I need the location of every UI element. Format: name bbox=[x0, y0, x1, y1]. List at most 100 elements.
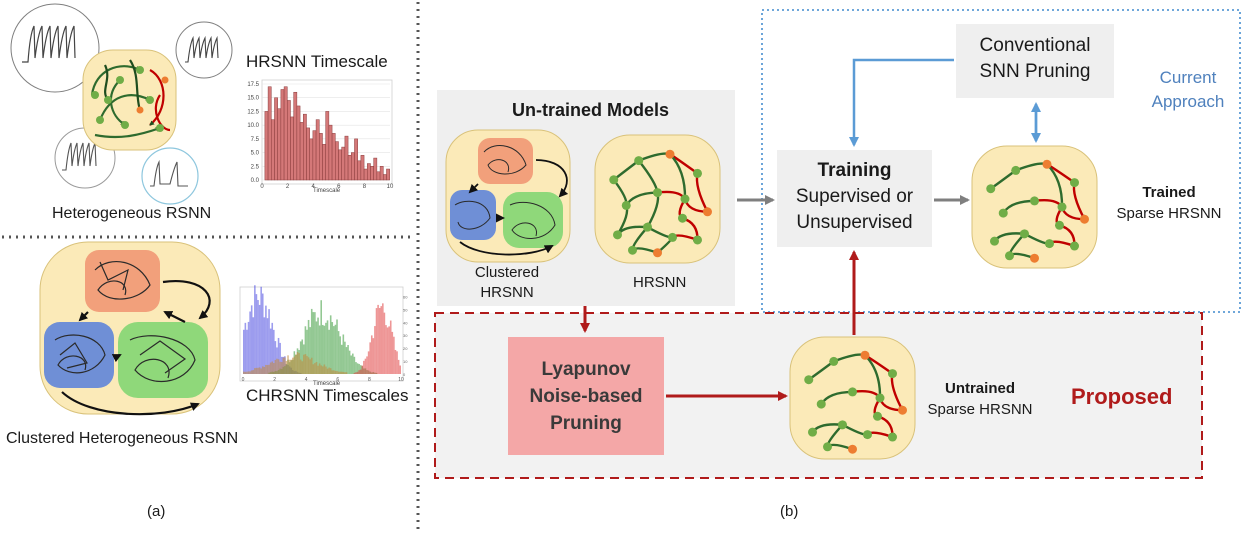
x-tick-label: 10 bbox=[387, 184, 394, 190]
histogram-bar bbox=[257, 300, 259, 374]
neuron-node bbox=[653, 188, 662, 198]
neuron-node bbox=[653, 248, 662, 258]
histogram-bar bbox=[334, 324, 337, 374]
histogram-bar bbox=[323, 364, 326, 374]
histogram-bar bbox=[319, 133, 323, 181]
neuron-node bbox=[986, 184, 996, 194]
membrane-trace-circle bbox=[175, 21, 233, 79]
x-tick-label: 4 bbox=[312, 184, 316, 190]
neuron-node bbox=[1030, 253, 1039, 263]
y-tick-label: 7.5 bbox=[251, 137, 260, 143]
histogram-bar bbox=[359, 369, 362, 374]
training-line: Unsupervised bbox=[796, 212, 913, 233]
x-tick-label: 10 bbox=[398, 377, 404, 383]
histogram-bar bbox=[307, 319, 310, 374]
histogram-bar bbox=[309, 327, 311, 374]
histogram-bar bbox=[389, 320, 392, 374]
membrane-trace-circle bbox=[141, 147, 199, 205]
histogram-bar bbox=[309, 359, 311, 374]
histogram-bar bbox=[271, 361, 274, 374]
histogram-bar bbox=[399, 365, 401, 374]
histogram-bar bbox=[317, 365, 319, 374]
histogram-bar bbox=[264, 111, 269, 181]
neuron-node bbox=[848, 387, 857, 397]
lyapunov-line: Noise-based bbox=[529, 386, 643, 407]
histogram-bar bbox=[325, 366, 327, 374]
trained-bold: Trained bbox=[1142, 184, 1196, 201]
y-tick-label: 15.0 bbox=[247, 96, 259, 102]
histogram-bar bbox=[301, 361, 304, 374]
histogram-bar bbox=[307, 357, 310, 374]
histogram-bar bbox=[287, 355, 289, 374]
histogram-bar bbox=[340, 344, 343, 374]
histogram-bar bbox=[282, 357, 285, 374]
histogram-bar bbox=[336, 370, 338, 374]
conventional-pruning-box bbox=[956, 24, 1114, 98]
untrained-bold: Untrained bbox=[944, 380, 1015, 397]
histogram-bar bbox=[258, 367, 261, 374]
x-tick-label: 2 bbox=[286, 184, 290, 190]
histogram-bar bbox=[355, 372, 357, 374]
neuron-node bbox=[1070, 241, 1079, 251]
histogram-bar bbox=[250, 305, 253, 374]
neuron-node bbox=[621, 200, 631, 210]
histogram-bar bbox=[331, 370, 334, 374]
y-tick-label: 2.5 bbox=[251, 164, 260, 170]
histogram-bar bbox=[328, 124, 333, 181]
y-tick-label: 40 bbox=[403, 320, 408, 325]
histogram-bar bbox=[338, 149, 342, 181]
histogram-bar bbox=[314, 363, 316, 374]
hrsnn-timescale-title: HRSNN Timescale bbox=[246, 52, 388, 71]
y-tick-label: 17.5 bbox=[247, 82, 259, 88]
neuron-node bbox=[808, 427, 817, 437]
neuron-node bbox=[838, 420, 847, 430]
histogram-bar bbox=[369, 342, 371, 374]
untrained-sub: Sparse HRSNN bbox=[927, 401, 1033, 418]
histogram-bar bbox=[255, 367, 258, 374]
x-tick-label: 4 bbox=[305, 377, 308, 383]
neuron-node bbox=[1045, 239, 1054, 249]
untrained-sparse-network-icon bbox=[789, 336, 916, 460]
histogram-bar bbox=[374, 326, 376, 374]
histogram-bar bbox=[323, 325, 326, 374]
histogram-bar bbox=[322, 144, 326, 181]
histogram-bar bbox=[333, 370, 335, 374]
histogram-bar bbox=[326, 368, 329, 374]
histogram-bar bbox=[388, 326, 390, 374]
current-approach-line: Current bbox=[1159, 68, 1217, 87]
histogram-bar bbox=[306, 127, 310, 181]
histogram-bar bbox=[367, 351, 370, 374]
histogram-bar bbox=[243, 329, 245, 374]
histogram-bar bbox=[360, 155, 365, 181]
neuron-node bbox=[634, 156, 644, 166]
histogram-bar bbox=[355, 362, 357, 374]
histogram-bar bbox=[379, 166, 384, 181]
x-tick-label: 8 bbox=[368, 377, 371, 383]
histogram-bar bbox=[380, 306, 383, 374]
clustered-hrsnn-label-line: HRSNN bbox=[480, 284, 534, 301]
neuron-node bbox=[875, 393, 885, 403]
clustered-rsnn-label: Clustered Heterogeneous RSNN bbox=[6, 430, 239, 447]
histogram-bar bbox=[325, 322, 327, 374]
histogram-bar bbox=[263, 366, 266, 374]
histogram-bar bbox=[334, 370, 337, 374]
neuron-node bbox=[1030, 196, 1039, 206]
untrained-label: Untrained Sparse HRSNN bbox=[915, 378, 1045, 420]
histogram-bar bbox=[322, 324, 324, 374]
histogram-bar bbox=[269, 362, 272, 374]
neuron-node bbox=[1057, 202, 1067, 212]
histogram-bar bbox=[299, 122, 304, 181]
panel-b-caption: (b) bbox=[780, 503, 799, 520]
histogram-bar bbox=[268, 309, 270, 374]
neuron-node bbox=[665, 149, 675, 159]
histogram-bar bbox=[312, 364, 315, 374]
clustered-hrsnn-label-line: Clustered bbox=[474, 264, 540, 281]
hrsnn-network-icon bbox=[594, 134, 721, 264]
neuron-node bbox=[668, 232, 677, 242]
histogram-bar bbox=[348, 350, 351, 374]
histogram-bar bbox=[367, 163, 371, 181]
histogram-bar bbox=[364, 358, 367, 374]
histogram-bar bbox=[339, 371, 341, 374]
